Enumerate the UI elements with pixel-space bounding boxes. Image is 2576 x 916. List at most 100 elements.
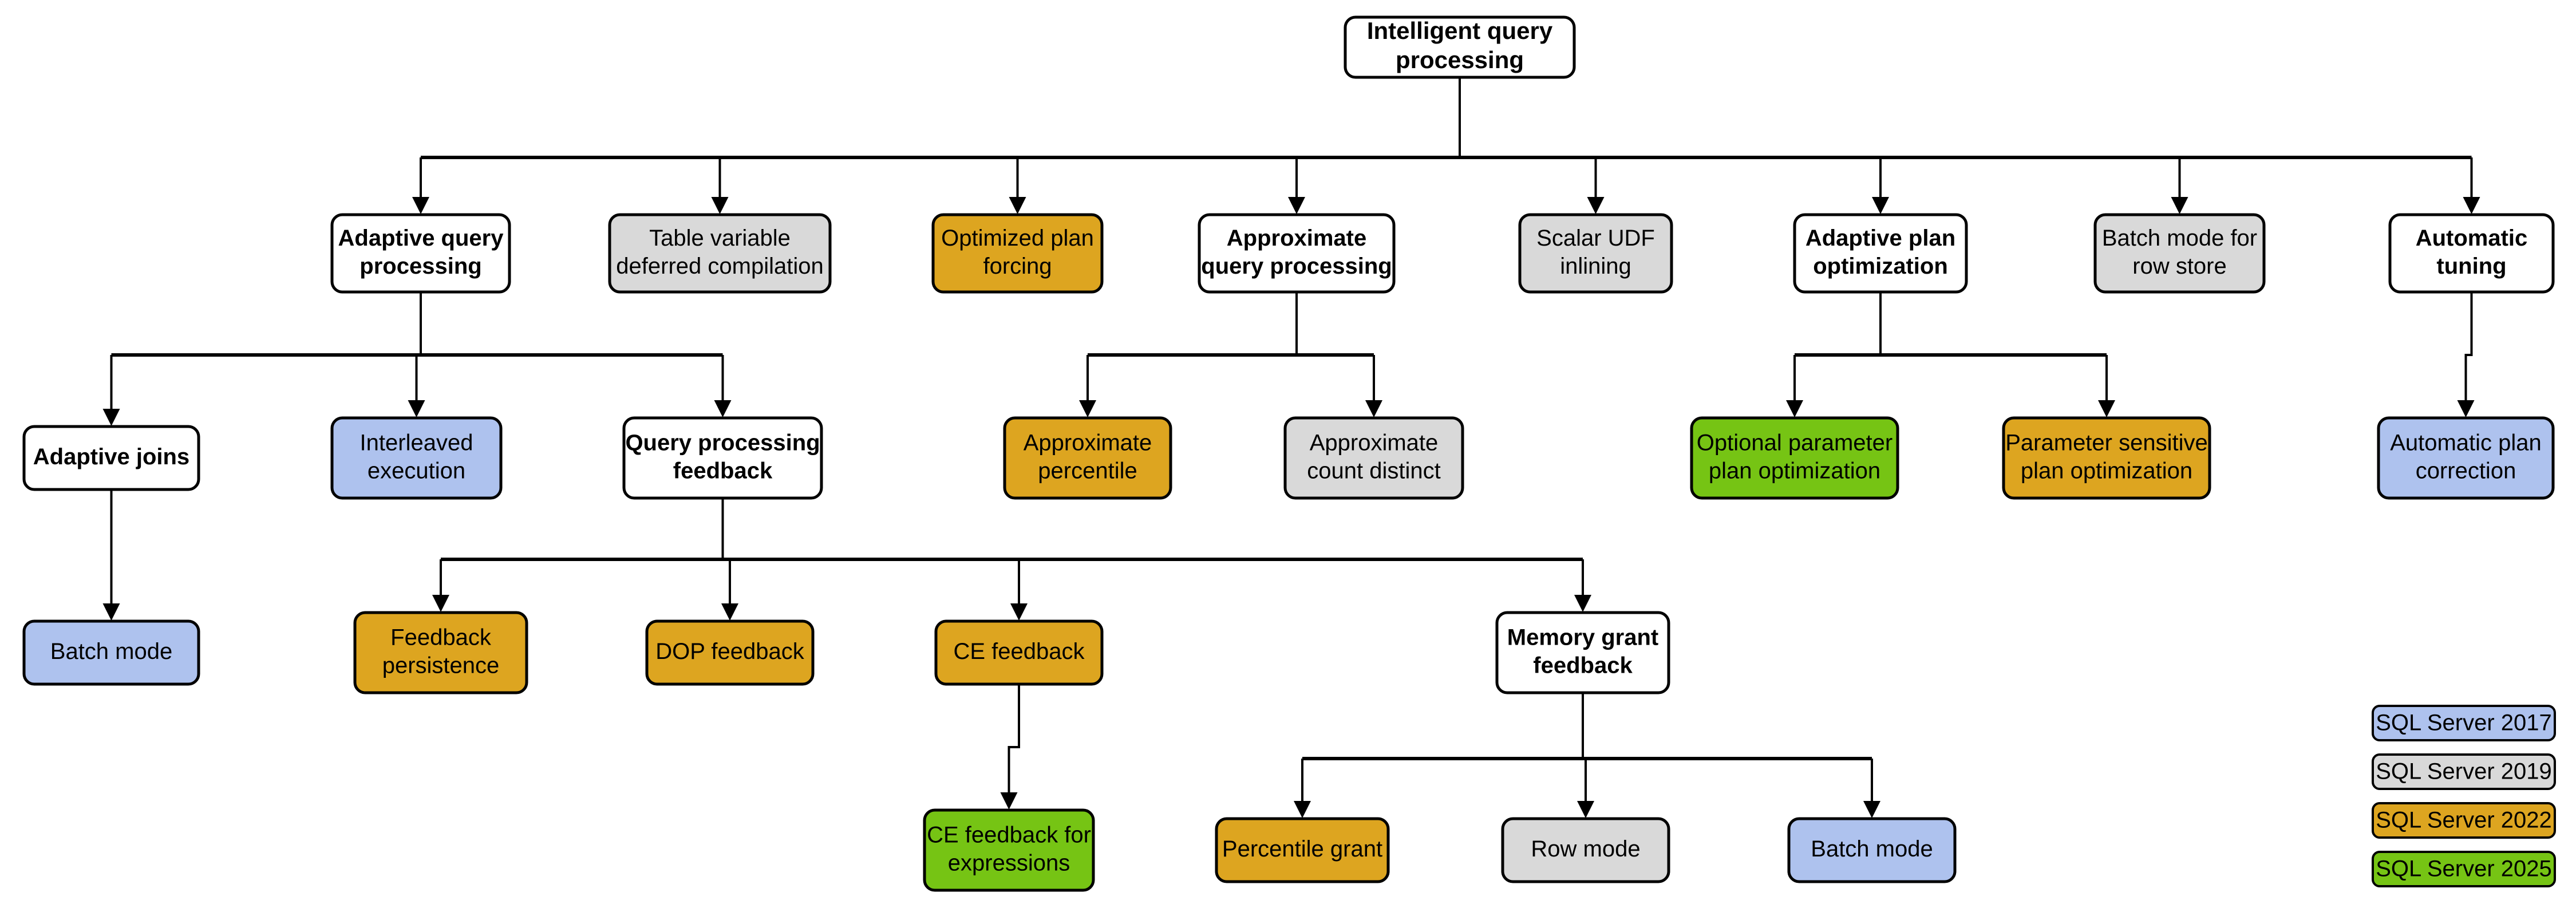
node-box[interactable]: [1495, 611, 1670, 694]
node-box[interactable]: [2377, 416, 2555, 500]
node-label: Percentile grant: [1222, 836, 1382, 862]
arrow-head-icon: [1577, 801, 1594, 818]
connector-group-qpf: [432, 498, 1591, 621]
node-box[interactable]: [1283, 416, 1464, 500]
node-rowmode[interactable]: Row mode: [1501, 817, 1670, 883]
node-box[interactable]: [1690, 416, 1899, 500]
node-box[interactable]: [645, 619, 815, 686]
connector-group-adaptjoins: [102, 489, 120, 621]
connector-group-approxqp: [1079, 292, 1382, 417]
node-box[interactable]: [622, 416, 823, 500]
node-box[interactable]: [330, 416, 503, 500]
arrow-head-icon: [1010, 603, 1028, 621]
arrow-head-icon: [412, 197, 429, 214]
node-box[interactable]: [2002, 416, 2211, 500]
node-label: Row mode: [1531, 836, 1640, 862]
node-box[interactable]: [2388, 213, 2555, 294]
node-box[interactable]: [934, 619, 1104, 686]
node-box[interactable]: [1787, 817, 1957, 883]
node-label: Batch mode: [1811, 836, 1933, 862]
node-box[interactable]: [2093, 213, 2266, 294]
arrow-head-icon: [1294, 801, 1311, 818]
node-box[interactable]: [608, 213, 832, 294]
arrow-head-icon: [2463, 197, 2480, 214]
node-box[interactable]: [22, 619, 200, 686]
arrow-head-icon: [1000, 792, 1018, 810]
node-pctgrant[interactable]: Percentile grant: [1215, 817, 1390, 883]
node-box[interactable]: [1198, 213, 1396, 294]
node-box[interactable]: [1518, 213, 1673, 294]
connector-layer: [102, 77, 2480, 818]
node-box[interactable]: [1003, 416, 1172, 500]
connector-group-autotune: [2457, 292, 2475, 417]
arrow-head-icon: [1574, 595, 1591, 612]
legend-item-sql-server-2025: SQL Server 2025: [2372, 851, 2556, 887]
arrow-head-icon: [711, 197, 729, 214]
arrow-head-icon: [102, 409, 120, 426]
legend-swatch: [2372, 753, 2556, 790]
node-label: Batch mode: [50, 639, 172, 664]
node-box[interactable]: [1793, 213, 1968, 294]
legend-swatch: [2372, 802, 2556, 839]
connector-group-cefb: [1000, 684, 1020, 810]
legend-item-sql-server-2017: SQL Server 2017: [2372, 705, 2556, 741]
node-batchmode1[interactable]: Batch mode: [22, 619, 200, 686]
node-box[interactable]: [1344, 15, 1576, 79]
legend-label: SQL Server 2022: [2376, 808, 2552, 833]
node-batchmode2[interactable]: Batch mode: [1787, 817, 1957, 883]
node-box[interactable]: [22, 425, 200, 491]
arrow-head-icon: [1786, 400, 1803, 417]
arrow-head-icon: [2171, 197, 2188, 214]
node-box[interactable]: [353, 611, 528, 694]
node-dopfb[interactable]: DOP feedback: [645, 619, 815, 686]
node-box[interactable]: [931, 213, 1104, 294]
node-box[interactable]: [1501, 817, 1670, 883]
node-box[interactable]: [330, 213, 511, 294]
node-adaptjoins[interactable]: Adaptive joins: [22, 425, 200, 491]
arrow-head-icon: [408, 400, 425, 417]
node-cefb[interactable]: CE feedback: [934, 619, 1104, 686]
legend-label: SQL Server 2017: [2376, 710, 2552, 736]
node-box[interactable]: [1215, 817, 1390, 883]
legend-swatch: [2372, 851, 2556, 887]
node-box[interactable]: [923, 808, 1095, 892]
connector-group-aqp: [102, 292, 732, 426]
